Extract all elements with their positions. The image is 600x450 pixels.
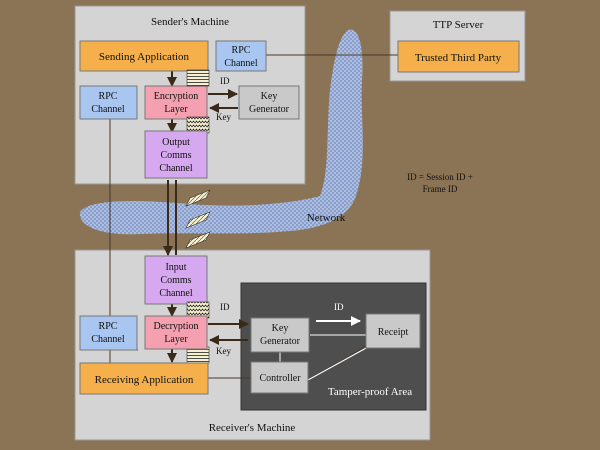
encryption-layer-line1: Encryption <box>154 91 198 102</box>
rpc-channel-receiver-line1: RPC <box>99 321 118 332</box>
key-generator-sender-line1: Key <box>261 91 278 102</box>
sending-application <box>79 40 209 72</box>
trusted-third-party <box>397 40 520 73</box>
id-label-tamper: ID <box>334 302 344 312</box>
input-comms-line3: Channel <box>159 288 193 299</box>
key-generator-sender <box>238 85 300 120</box>
ttp-server-title: TTP Server <box>433 19 484 31</box>
trusted-third-party-label: Trusted Third Party <box>415 52 502 64</box>
rpc-channel-top-line2: Channel <box>224 58 258 69</box>
key-generator-tamper-line1: Key <box>272 323 289 334</box>
rpc-channel-left-line1: RPC <box>99 91 118 102</box>
network-cloud <box>79 29 363 235</box>
rpc-channel-receiver <box>79 315 138 351</box>
output-comms-line3: Channel <box>159 163 193 174</box>
decryption-layer-line2: Layer <box>164 334 188 345</box>
encryption-layer-line2: Layer <box>164 104 188 115</box>
rpc-channel-receiver-line2: Channel <box>91 334 125 345</box>
rpc-channel-top-line1: RPC <box>232 45 251 56</box>
encryption-layer <box>144 85 208 120</box>
receiving-application-label: Receiving Application <box>95 374 194 386</box>
input-comms-channel <box>144 255 208 305</box>
input-comms-line2: Comms <box>160 275 191 286</box>
frame-icon-plain <box>186 69 210 87</box>
receipt <box>365 313 421 349</box>
key-label-sender: Key <box>216 112 231 122</box>
input-comms-line1: Input <box>165 262 186 273</box>
id-note-line1: ID = Session ID + <box>407 172 473 182</box>
key-label-receiver: Key <box>216 346 231 356</box>
controller <box>250 361 309 394</box>
decryption-layer-line1: Decryption <box>154 321 199 332</box>
output-comms-line2: Comms <box>160 150 191 161</box>
id-label-receiver: ID <box>220 302 230 312</box>
id-note-line2: Frame ID <box>423 184 458 194</box>
key-generator-tamper-line2: Generator <box>260 336 301 347</box>
key-generator-tamper <box>250 317 310 353</box>
controller-label: Controller <box>259 373 301 384</box>
output-comms-channel <box>144 130 208 179</box>
receipt-label: Receipt <box>378 327 409 338</box>
rpc-channel-top <box>215 40 267 72</box>
decryption-layer <box>144 315 208 350</box>
network-label: Network <box>307 212 346 224</box>
tamper-proof-title: Tamper-proof Area <box>328 386 412 398</box>
sending-application-label: Sending Application <box>99 51 190 63</box>
key-generator-sender-line2: Generator <box>249 104 290 115</box>
id-label-sender: ID <box>220 76 230 86</box>
controller-receipt-link <box>307 346 369 381</box>
network-packets <box>185 189 211 249</box>
sender-machine-title: Sender's Machine <box>151 16 229 28</box>
rpc-channel-left-line2: Channel <box>91 104 125 115</box>
receiver-machine-title: Receiver's Machine <box>209 422 296 434</box>
rpc-channel-left <box>79 85 138 120</box>
receiving-application <box>79 362 209 395</box>
output-comms-line1: Output <box>162 137 190 148</box>
